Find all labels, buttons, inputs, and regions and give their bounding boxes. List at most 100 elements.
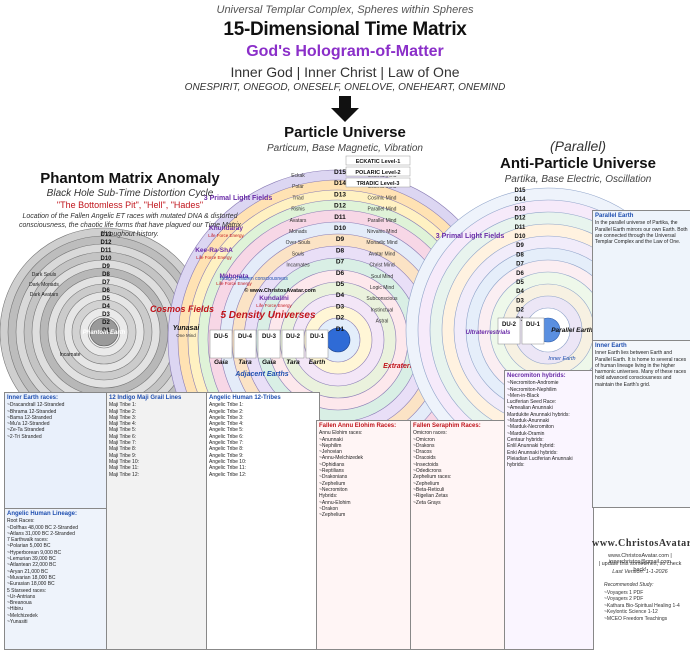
center-left-ring-label: Over Souls [286, 240, 311, 246]
inner-earth-label: Inner Earth [548, 356, 575, 362]
center-ring-label: Astral [376, 319, 389, 325]
panel-line: ~Atlans 31,000 BC 2-Stranded [7, 530, 75, 537]
angelic-lineage-panel: Angelic Human Lineage: Root Races:~Dolfh… [4, 508, 108, 650]
parallel-earth-panel: Parallel Earth In the parallel universe … [592, 210, 690, 342]
du-label: DU-1 [310, 334, 325, 340]
right-dim-label: D6 [516, 271, 524, 277]
panel-line: ~Lemurian 39,000 BC [7, 556, 56, 563]
phantom-dim-label: D13 [100, 232, 112, 238]
phantom-earth-label: Phantom Earth [83, 330, 126, 336]
panel-line: ~Dracos [413, 449, 432, 456]
center-left-ring-label: Monads [289, 229, 307, 235]
cosmic-level-label: TRIADIC Level-3 [357, 181, 400, 187]
du-name: Gaia [262, 359, 276, 366]
panel-line: ~Men-in-Black [507, 392, 540, 399]
cosmic-level-box [345, 166, 411, 177]
panel-line: Zephelium races: [413, 474, 452, 481]
right-dim-label: D14 [514, 197, 526, 203]
phantom-dim-label: D9 [102, 264, 110, 270]
panel-title: 12 Indigo Maji Grail Lines [109, 395, 182, 401]
panel-line: Angelic Tribe 11: [209, 465, 246, 472]
panel-line: Centaur hybrids: [507, 436, 544, 443]
panel-line: 5 Starseed races: [7, 587, 47, 594]
right-du-box [497, 317, 521, 345]
site-contact-line[interactable]: www.ChristosAvatar.com | innerchristos@g… [608, 553, 672, 565]
phantom-subtitle: Black Hole Sub-Time Distortion Cycle [46, 188, 214, 199]
anti-particle-subtitle: Partika, Base Electric, Oscillation [504, 174, 652, 185]
center-dim-label: D5 [336, 281, 345, 288]
panel-line: ~Drakons [413, 442, 435, 449]
panel-line: ~Marduk-Dramin [507, 430, 545, 437]
right-three-primal-label: 3 Primal Light Fields [436, 233, 505, 240]
anti-particle-parallel: (Parallel) [549, 138, 606, 154]
center-dim-label: D9 [336, 236, 345, 243]
panel-text: Inner Earth lies between Earth and Paral… [595, 350, 687, 388]
particle-universe-title: Particle Universe [284, 124, 406, 141]
right-dim-label: D11 [515, 225, 526, 231]
panel-line: Pleiadian Luciferian Anunnaki hybrids: [507, 455, 573, 469]
panel-line: Root Races: [7, 518, 35, 525]
panel-line: ~Voyagers 1 PDF [604, 589, 644, 596]
cosmic-level-label: ECKATIC Level-1 [356, 159, 401, 165]
panel-line: Maji Tribe 5: [109, 427, 137, 434]
header-supertitle: Universal Templar Complex, Spheres withi… [216, 4, 474, 16]
du-box [209, 329, 233, 359]
panel-line: Angelic Tribe 12: [209, 471, 247, 478]
life-force-label: Mahorata [220, 273, 249, 280]
down-arrow-icon [331, 96, 359, 122]
center-ring-label: Nirvanic Mind [367, 229, 398, 235]
center-left-ring-label: Avatars [290, 218, 307, 224]
panel-line: Maji Tribe 10: [109, 458, 140, 465]
du-name: Tara [238, 359, 252, 366]
panel-lines: Annu Elohim races:~Anunnaki~Nephilim~Jeh… [319, 430, 409, 518]
panel-line: Maji Tribe 8: [109, 446, 137, 453]
panel-line: Maji Tribe 9: [109, 452, 137, 459]
last-version: Last Version: 1-1-2026 [612, 569, 668, 575]
center-ring-label: Avatar Mind [369, 251, 396, 257]
phantom-dim-label: D11 [101, 248, 112, 254]
du-label: DU-4 [238, 334, 253, 340]
phantom-dim-label: D10 [100, 256, 112, 262]
panel-line: ~Anunnaki [319, 436, 343, 443]
center-dim-label: D4 [336, 292, 345, 299]
phantom-quote: "The Bottomless Pit", "Hell", "Hades" [56, 200, 204, 210]
phantom-ring-label: Dark Avatars [30, 292, 59, 298]
phantom-earth-core [89, 317, 119, 347]
header-subtitle: God's Hologram-of-Matter [246, 43, 444, 60]
center-dim-label: D7 [336, 259, 345, 266]
center-dim-label: D8 [336, 247, 345, 254]
du-label: DU-5 [214, 334, 229, 340]
panel-line: ~Dolfhas 48,000 BC 2-Stranded [7, 524, 79, 531]
right-dim-label: D2 [516, 308, 524, 314]
center-dim-label: D13 [334, 191, 346, 198]
panel-lines: ~Dracandrall 12-Stranded~Bhrama 12-Stran… [7, 402, 105, 440]
panel-line: Angelic Tribe 1: [209, 402, 244, 409]
panel-title: Fallen Annu Elohim Races: [319, 423, 397, 429]
panel-line: Maji Tribe 2: [109, 408, 137, 415]
life-force-sub: Life Force Energy [196, 255, 232, 260]
cosmic-level-label: POLARIC Level-2 [355, 170, 400, 176]
brand-logo-text[interactable]: www.ChristosAvatar.com [592, 538, 690, 549]
header-title: 15-Dimensional Time Matrix [223, 19, 467, 40]
panel-line: Maji Tribe 3: [109, 414, 137, 421]
center-dim-label: D2 [336, 315, 345, 322]
center-ring-label: Christ Mind [369, 263, 395, 269]
panel-line: Angelic Tribe 10: [209, 458, 247, 465]
phantom-dim-label: D3 [102, 312, 110, 318]
panel-text: In the parallel universe of Partika, the… [595, 220, 688, 246]
panel-line: ~MCEO Freedom Teachings [604, 615, 668, 622]
panel-line: ~Necromiton-Nephilim [507, 386, 557, 393]
right-dim-label: D12 [514, 216, 526, 222]
du-box [305, 329, 329, 359]
phantom-dim-label: D7 [102, 280, 110, 286]
panel-title: Necromiton hybrids: [507, 373, 566, 379]
panel-line: Angelic Tribe 5: [209, 427, 244, 434]
du-label: DU-2 [286, 334, 301, 340]
center-left-ring-label: Eckak [291, 173, 305, 179]
cosmic-level-box [345, 155, 411, 166]
panel-line: Enki Anunnaki hybrids: [507, 449, 558, 456]
center-left-ring-label: Incarnates [286, 263, 310, 269]
parallel-earth-label: Parallel Earth [551, 327, 593, 334]
panel-line: Angelic Tribe 4: [209, 421, 244, 428]
right-dim-label: D1 [516, 317, 524, 323]
